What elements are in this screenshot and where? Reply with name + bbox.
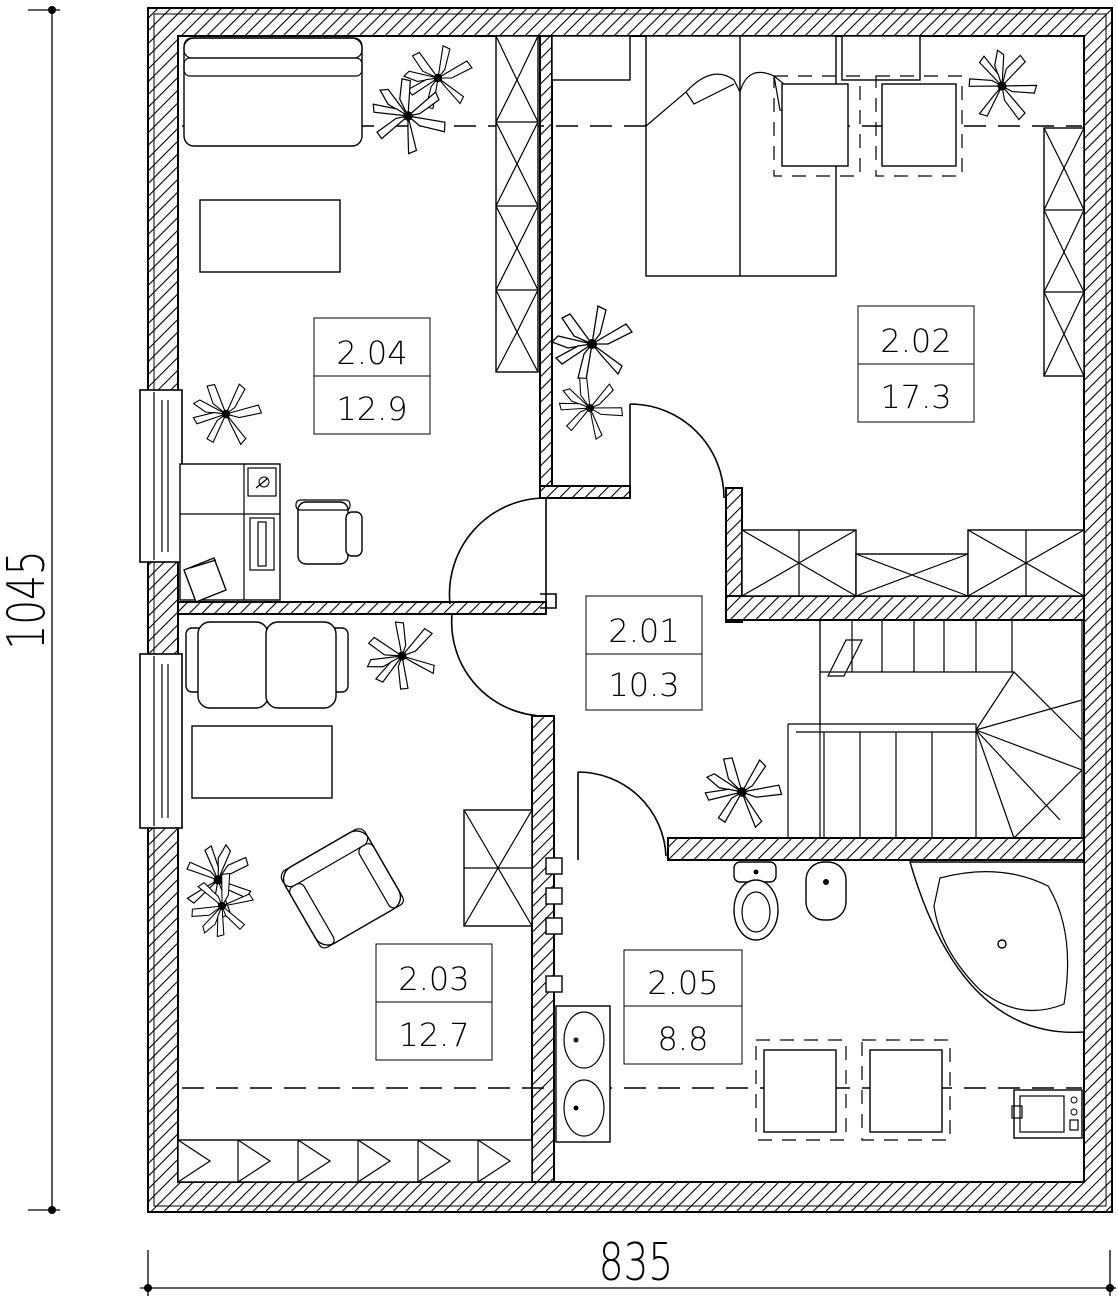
room-id: 2.01 bbox=[608, 612, 679, 650]
plant-icon bbox=[693, 744, 791, 838]
window-left-upper bbox=[139, 389, 183, 563]
toilet bbox=[733, 861, 779, 941]
window-left-lower bbox=[139, 653, 183, 829]
room-label-2-04: 2.04 12.9 bbox=[313, 317, 431, 435]
room-id: 2.04 bbox=[336, 334, 407, 372]
height-dimension: 1045 bbox=[0, 6, 60, 1214]
room-label-2-05: 2.05 8.8 bbox=[623, 949, 743, 1065]
wall-outlets bbox=[545, 857, 563, 993]
interior-walls bbox=[177, 35, 1085, 1183]
plant-icon bbox=[355, 610, 448, 700]
room-area: 8.8 bbox=[658, 1020, 709, 1058]
sofa-2-03 bbox=[185, 621, 349, 709]
room-label-2-03: 2.03 12.7 bbox=[375, 943, 493, 1061]
room-area: 17.3 bbox=[880, 378, 951, 416]
room-area: 12.9 bbox=[336, 390, 407, 428]
nightstands-2-02 bbox=[551, 35, 963, 177]
bathtub bbox=[909, 861, 1085, 1033]
plant-icon bbox=[179, 862, 264, 949]
bidet bbox=[805, 861, 847, 921]
door-2-05 bbox=[577, 771, 667, 860]
sofa-2-04 bbox=[183, 37, 363, 147]
plant-icon bbox=[963, 44, 1043, 128]
staircase bbox=[787, 619, 1083, 839]
room-area: 12.7 bbox=[398, 1016, 469, 1054]
bathroom-cabinets bbox=[755, 1039, 951, 1141]
sinks bbox=[555, 1005, 611, 1143]
wardrobe-lower bbox=[177, 1139, 533, 1183]
boiler bbox=[1011, 1089, 1083, 1139]
printer-2-04 bbox=[183, 557, 227, 603]
chair-2-04 bbox=[295, 499, 363, 565]
room-id: 2.03 bbox=[398, 960, 469, 998]
cabinet-2-03 bbox=[463, 809, 533, 927]
door-2-04 bbox=[448, 497, 557, 609]
door-2-02 bbox=[629, 403, 725, 499]
door-2-03 bbox=[450, 613, 547, 717]
room-label-2-02: 2.02 17.3 bbox=[857, 305, 975, 423]
width-label: 835 bbox=[599, 1231, 673, 1292]
plant-icon bbox=[547, 365, 634, 450]
room-area: 10.3 bbox=[608, 666, 679, 704]
cabinets-2-02 bbox=[741, 529, 1085, 597]
armchair-2-03 bbox=[280, 828, 404, 949]
plant-icon bbox=[551, 305, 633, 381]
room-id: 2.05 bbox=[647, 964, 718, 1002]
wardrobe-upper bbox=[495, 35, 539, 373]
width-dimension: 835 bbox=[140, 1231, 1116, 1296]
wardrobe-right bbox=[1043, 127, 1085, 377]
table-2-04 bbox=[199, 199, 341, 273]
table-2-03 bbox=[191, 725, 333, 799]
height-label: 1045 bbox=[0, 550, 56, 649]
room-id: 2.02 bbox=[880, 322, 951, 360]
plant-icon bbox=[356, 63, 461, 168]
plant-icon bbox=[184, 373, 268, 453]
room-label-2-01: 2.01 10.3 bbox=[585, 595, 703, 711]
